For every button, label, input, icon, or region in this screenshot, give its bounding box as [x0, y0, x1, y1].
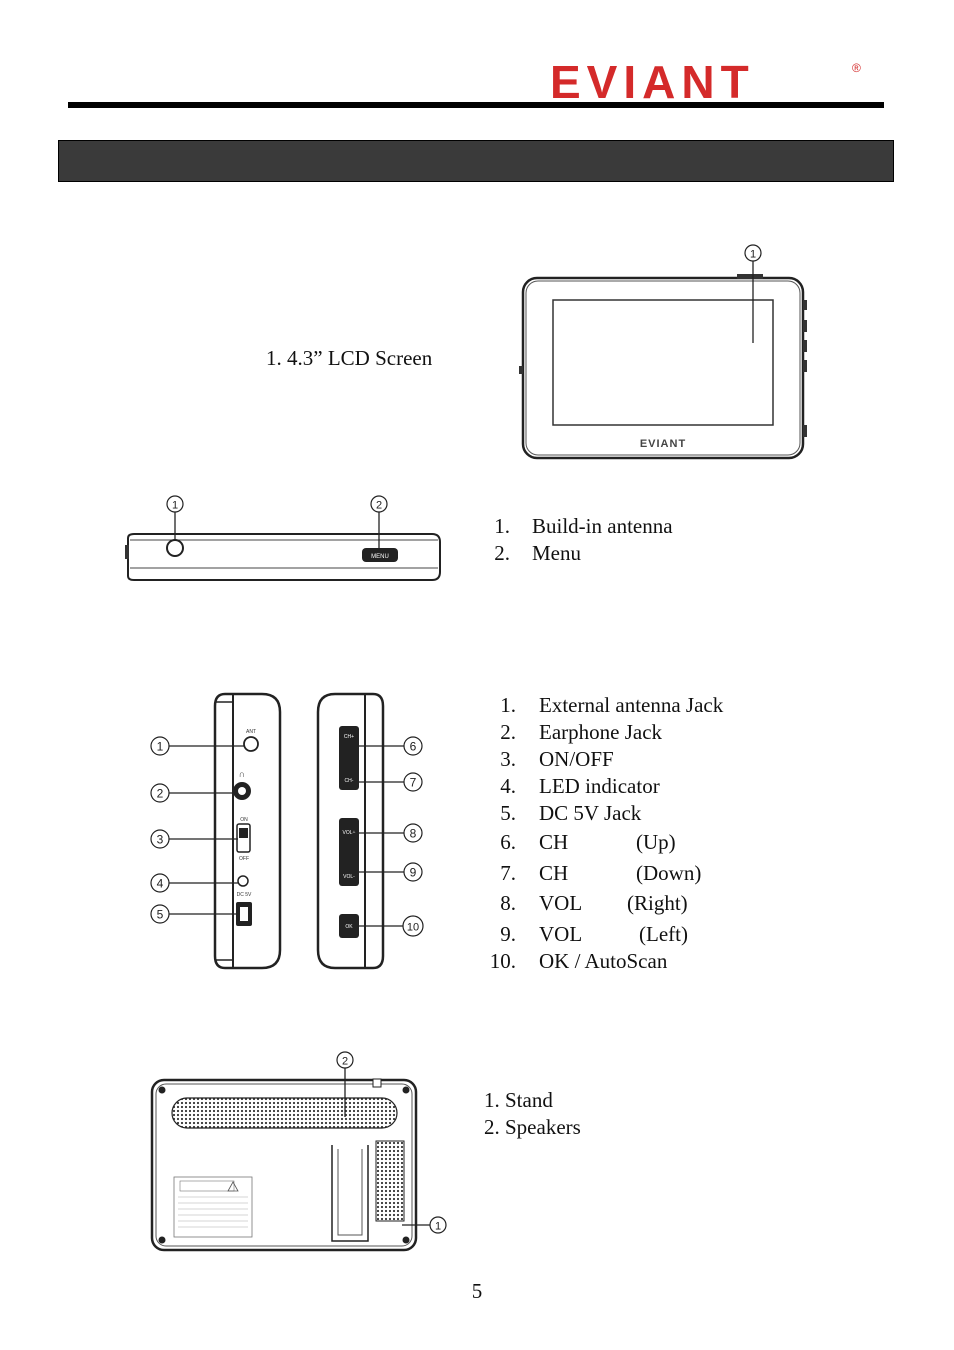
registered-mark: ®	[852, 61, 861, 75]
svg-text:DC 5V: DC 5V	[237, 892, 252, 898]
callout-1: 1	[166, 495, 184, 513]
svg-text:CH+: CH+	[344, 734, 354, 740]
callout-2: 2	[150, 783, 170, 803]
svg-text:2: 2	[376, 500, 382, 512]
eviant-logo: EVIANT ®	[550, 58, 861, 104]
callout-1: 1	[150, 736, 170, 756]
callout-4: 4	[150, 873, 170, 893]
svg-text:ANT: ANT	[246, 729, 256, 735]
callout-3: 3	[150, 829, 170, 849]
menu-button-text: MENU	[371, 554, 389, 560]
callout-1: 1	[744, 244, 762, 262]
top-view-diagram: MENU 1 2	[125, 495, 441, 581]
callout-8: 8	[403, 823, 423, 843]
svg-text:1: 1	[750, 249, 756, 261]
logo-text: EVIANT	[550, 58, 755, 104]
svg-text:1: 1	[157, 740, 164, 754]
callout-2: 2	[370, 495, 388, 513]
svg-text:OK: OK	[345, 924, 353, 930]
section-band	[58, 140, 894, 182]
svg-text:VOL+: VOL+	[343, 830, 356, 836]
front-view-label: 1. 4.3” LCD Screen	[266, 346, 433, 370]
svg-text:5: 5	[157, 908, 164, 922]
top-view-list: 1. Build-in antenna 2. Menu	[488, 513, 788, 567]
svg-text:6: 6	[410, 740, 417, 754]
svg-text:10: 10	[407, 922, 419, 934]
svg-text:∩: ∩	[239, 769, 245, 779]
svg-text:9: 9	[410, 866, 417, 880]
back-view-diagram: 2 1	[150, 1051, 447, 1252]
header-rule	[68, 102, 884, 108]
svg-text:4: 4	[157, 877, 164, 891]
page-number: 5	[471, 1279, 483, 1303]
svg-text:7: 7	[410, 776, 417, 790]
back-view-list: 1. Stand 2. Speakers	[484, 1087, 581, 1141]
callout-5: 5	[150, 904, 170, 924]
callout-10: 10	[402, 915, 424, 937]
svg-text:1: 1	[172, 500, 178, 512]
svg-text:ON: ON	[240, 817, 248, 823]
svg-text:1: 1	[435, 1221, 441, 1233]
list-item: 1. Stand	[484, 1088, 553, 1112]
svg-text:OFF: OFF	[239, 856, 249, 862]
callout-9: 9	[403, 862, 423, 882]
callout-2: 2	[336, 1051, 354, 1069]
svg-text:8: 8	[410, 827, 417, 841]
svg-text:VOL-: VOL-	[343, 874, 355, 880]
side-view-list: 1. External antenna Jack 2. Earphone Jac…	[489, 693, 724, 973]
device-brand-text: EVIANT	[640, 438, 686, 450]
svg-text:CH-: CH-	[345, 778, 354, 784]
side-view-diagram: ANT ∩ ON OFF DC 5V CH+ CH- VOL+ VOL- OK …	[150, 692, 424, 970]
list-item: 1. Build-in antenna	[494, 514, 673, 538]
svg-text:2: 2	[157, 787, 164, 801]
svg-text:2: 2	[342, 1056, 348, 1068]
list-item: 2. Speakers	[484, 1115, 581, 1139]
callout-7: 7	[403, 772, 423, 792]
callout-1: 1	[429, 1216, 447, 1234]
front-view-diagram: EVIANT 1	[519, 244, 807, 460]
list-item: 2. Menu	[494, 541, 581, 565]
svg-text:3: 3	[157, 833, 164, 847]
callout-6: 6	[403, 736, 423, 756]
